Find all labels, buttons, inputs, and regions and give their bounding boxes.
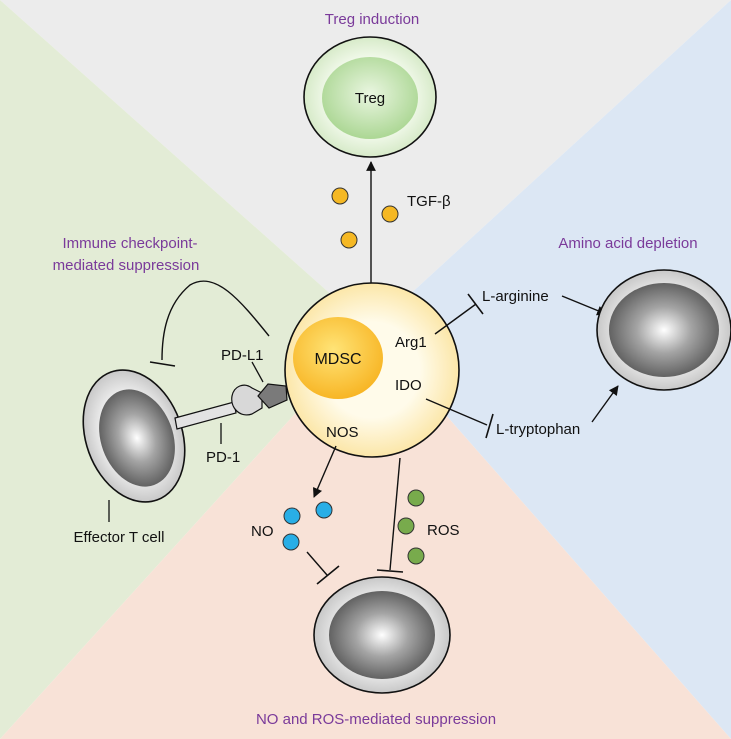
no-particle-icon: [282, 533, 300, 551]
caption-checkpoint-line2: mediated suppression: [53, 257, 200, 274]
tgf-particle-icon: [340, 231, 358, 249]
ros-particle-icon: [397, 517, 415, 535]
ros-label: ROS: [427, 522, 460, 539]
tgf-particle-icon: [331, 187, 349, 205]
pd-1-label: PD-1: [206, 449, 240, 466]
pd-1-receptor: [174, 401, 237, 430]
arg1-label: Arg1: [395, 334, 427, 351]
t-cell-amino-acid: [596, 269, 731, 391]
no-particle-icon: [283, 507, 301, 525]
treg-nucleus: [322, 57, 418, 139]
checkpoint-inhibition-curve: [161, 280, 270, 361]
checkpoint-inhibition-bar: [149, 361, 176, 367]
no-particle-icon: [315, 501, 333, 519]
arrow-l-arginine-to-t-cell: [561, 295, 607, 316]
pd-l1-label: PD-L1: [221, 347, 264, 364]
pd-1-receptor-head: [231, 384, 263, 416]
treg-label: Treg: [355, 90, 385, 107]
sector-no-ros: [0, 330, 731, 739]
no-label: NO: [251, 523, 274, 540]
ido-inhibition-line: [425, 398, 488, 426]
nos-label: NOS: [326, 424, 359, 441]
mdsc-label: MDSC: [314, 351, 361, 368]
tgf-particle-icon: [381, 205, 399, 223]
ros-particle-icon: [407, 547, 425, 565]
no-inhibition-bar: [316, 565, 340, 585]
sector-immune-checkpoint: [0, 0, 371, 739]
effector-t-cell-label: Effector T cell: [74, 529, 165, 546]
t-cell-amino-acid-nucleus: [609, 283, 719, 377]
t-cell-no-ros-nucleus: [329, 591, 435, 679]
caption-no-ros: NO and ROS-mediated suppression: [256, 711, 496, 728]
no-inhibition-line: [306, 551, 328, 576]
l-tryptophan-label: L-tryptophan: [496, 421, 580, 438]
pd-l1-ligand: [257, 383, 288, 409]
mdsc-inhibition-line: [389, 457, 401, 571]
arrow-l-tryptophan-to-t-cell: [591, 385, 619, 423]
t-cell-no-ros: [313, 576, 451, 694]
caption-treg-induction: Treg induction: [325, 11, 420, 28]
l-arginine-label: L-arginine: [482, 288, 549, 305]
mdsc-nucleus: [293, 317, 383, 399]
tgf-beta-label: TGF-β: [407, 193, 451, 210]
caption-amino-acid: Amino acid depletion: [558, 235, 697, 252]
effector-t-cell-nucleus: [99, 389, 175, 487]
caption-checkpoint-line1: Immune checkpoint-: [62, 235, 197, 252]
arg1-inhibition-line: [434, 303, 477, 335]
pd-l1-pointer: [251, 361, 264, 383]
treg-cell: Treg: [303, 36, 437, 158]
ido-inhibition-bar: [485, 413, 494, 439]
ros-particle-icon: [407, 489, 425, 507]
mdsc-cell: MDSC Arg1 IDO NOS: [284, 282, 460, 458]
mdsc-inhibition-bar: [376, 569, 404, 573]
arg1-inhibition-bar: [467, 293, 484, 315]
ido-label: IDO: [395, 377, 422, 394]
sector-amino-acid: [371, 0, 731, 739]
sector-treg-induction: [0, 0, 731, 330]
arrow-nos-to-no: [312, 445, 337, 498]
